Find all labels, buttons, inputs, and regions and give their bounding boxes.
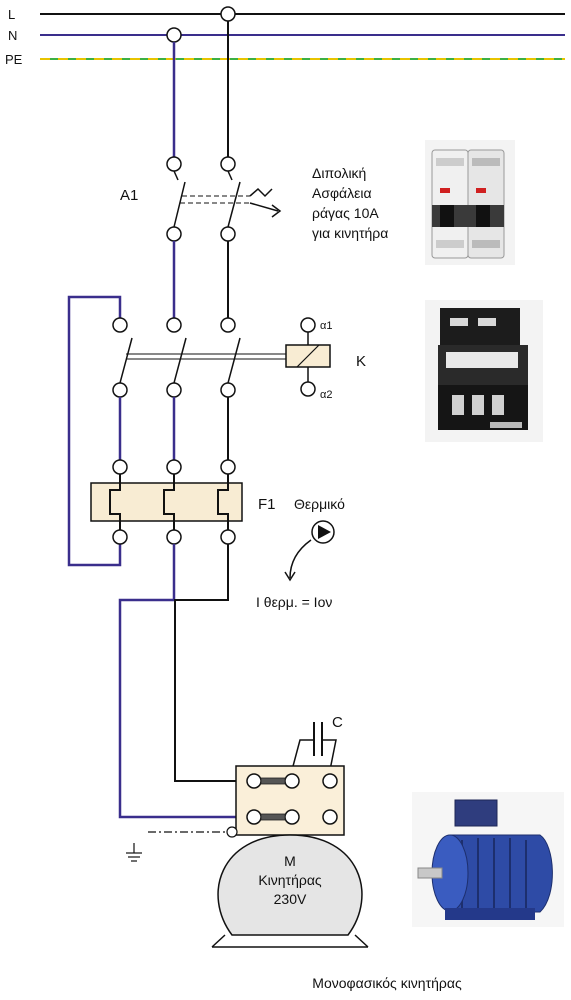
thermal-tag: F1 (258, 496, 276, 513)
l-label: L (8, 7, 15, 22)
motor-photo (412, 792, 564, 927)
breaker-desc-line2: Ασφάλεια (312, 185, 372, 201)
breaker-photo (425, 140, 515, 265)
caption: Μονοφασικός κινητήρας (312, 975, 462, 991)
breaker-desc-line1: Διπολική (312, 165, 366, 181)
control-loop-wire (67, 295, 122, 567)
n-tap-node (166, 27, 182, 43)
breaker-a1 (166, 156, 282, 242)
thermal-setting: I θερμ. = Ιον (256, 594, 332, 610)
motor-name: Κινητήρας (258, 872, 322, 888)
thermal-name: Θερμικό (294, 496, 345, 512)
coil-a1-label: α1 (320, 320, 332, 332)
breaker-tag: A1 (120, 187, 138, 204)
wire-f1-motor-neutral (118, 544, 248, 819)
n-label: N (8, 28, 17, 43)
pe-label: PE (5, 52, 23, 67)
wire-f1-motor-line (174, 544, 248, 782)
contactor-coil (285, 317, 331, 397)
motor-terminal-box (235, 765, 345, 836)
motor-voltage: 230V (274, 891, 307, 907)
thermal-overload-f1 (90, 459, 243, 545)
thermal-adjust-icon (284, 520, 335, 582)
contactor-photo (425, 300, 543, 442)
capacitor-tag: C (332, 714, 343, 731)
contactor-k (112, 317, 286, 398)
coil-a2-label: α2 (320, 389, 332, 401)
ground-symbol (126, 826, 238, 862)
breaker-desc-line3: ράγας 10A (312, 205, 379, 221)
contactor-tag: K (356, 353, 366, 370)
motor-tag: M (284, 853, 296, 869)
l-tap-node (220, 6, 236, 22)
breaker-desc-line4: για κινητήρα (312, 225, 388, 241)
capacitor-c (291, 722, 337, 771)
motor-body (211, 834, 369, 948)
